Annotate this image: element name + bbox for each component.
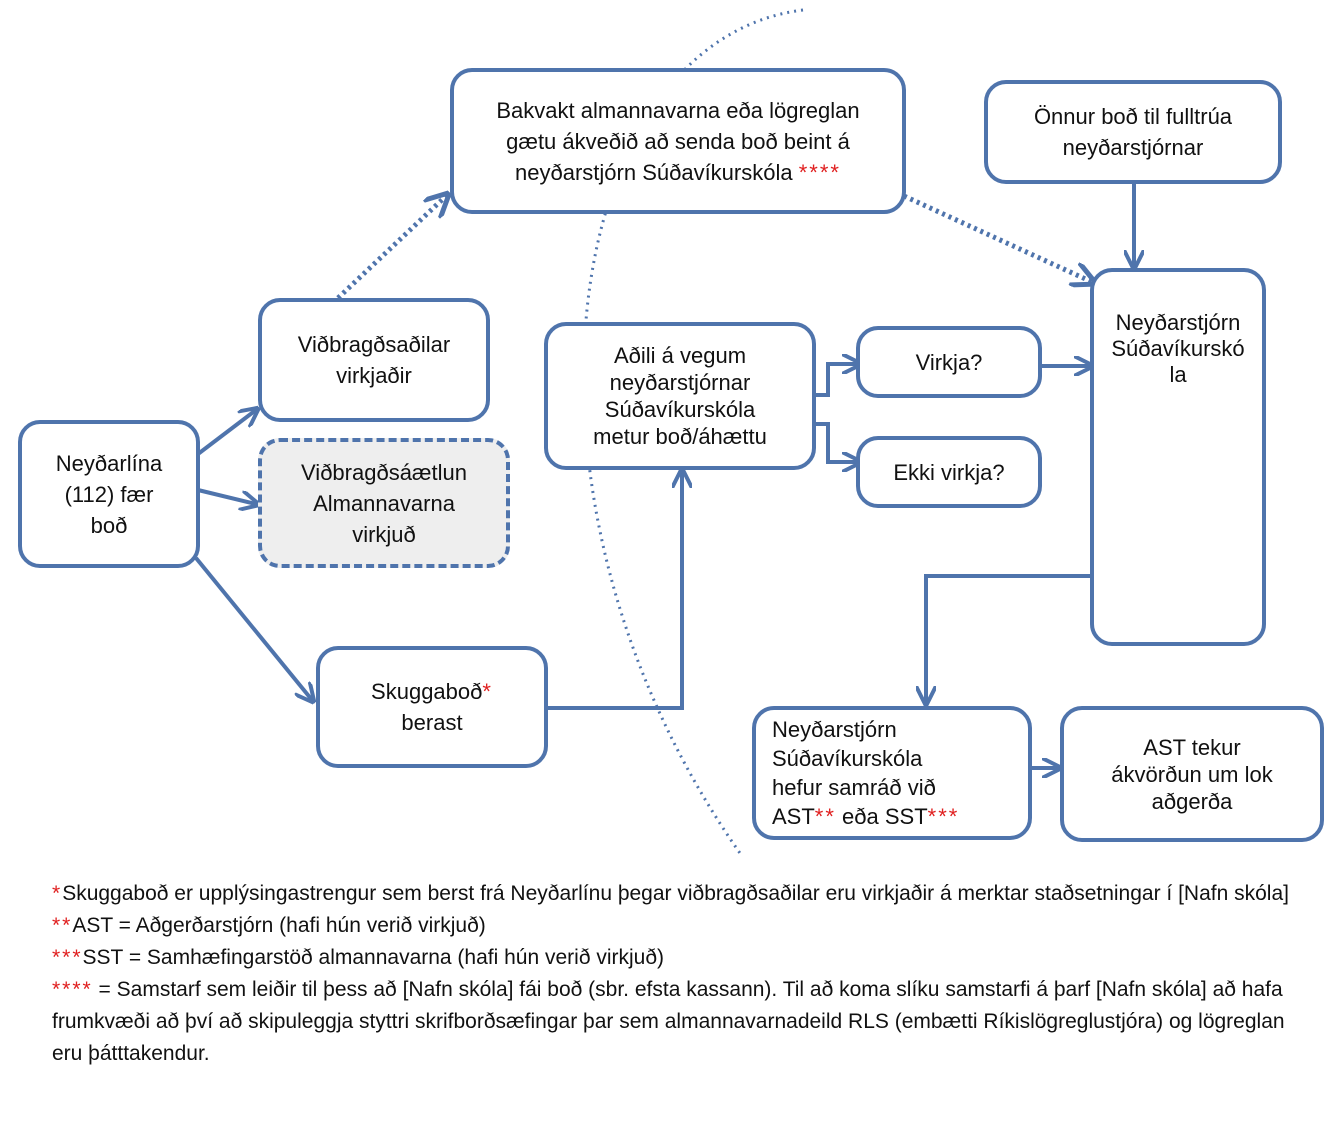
footnote-mark: *** — [927, 804, 960, 829]
footnote-mark: **** — [52, 978, 93, 1001]
dotted-boundary-arc — [582, 8, 804, 857]
box-vidbragdsadilar: Viðbragðsaðilar virkjaðir — [258, 298, 490, 422]
box-text: Virkja? — [915, 349, 983, 375]
box-text: neyðarstjórnar — [609, 370, 751, 395]
flow-connectors — [194, 8, 1334, 857]
box-text: Neyðarstjórn — [772, 717, 897, 742]
footnote: **** = Samstarf sem leiðir til þess að [… — [52, 974, 1314, 1070]
box-text-part: eða SST — [835, 804, 928, 829]
box-text: neyðarstjórn Súðavíkurskóla **** — [515, 157, 841, 188]
footnote-mark: * — [482, 679, 493, 704]
box-vidbragdsaaetlun: Viðbragðsáætlun Almannavarna virkjuð — [258, 438, 510, 568]
box-text: Önnur boð til fulltrúa — [1033, 104, 1233, 129]
box-text: ákvörðun um lok — [1111, 761, 1273, 787]
footnote-mark: * — [52, 882, 63, 905]
box-text-part: neyðarstjórn Súðavíkurskóla — [515, 159, 793, 185]
box-text: boð — [90, 512, 128, 538]
box-text: virkjaðir — [336, 363, 412, 388]
box-text: neyðarstjórnar — [1062, 135, 1204, 160]
box-text: berast — [401, 710, 463, 735]
box-text: AST tekur — [1143, 734, 1241, 760]
footnote-text: = Samstarf sem leiðir til þess að [Nafn … — [52, 978, 1285, 1065]
box-text: gætu ákveðið að senda boð beint á — [506, 128, 850, 154]
box-onnur-bod: Önnur boð til fulltrúa neyðarstjórnar — [984, 80, 1282, 184]
box-text: Ekki virkja? — [893, 459, 1005, 485]
box-text: aðgerða — [1151, 788, 1233, 814]
box-text: Neyðarlína — [55, 450, 163, 476]
arrow-neydarlina-vidbragdsaaetlun — [197, 488, 256, 504]
arrow-adili-virkja — [814, 364, 858, 397]
box-neydarlina: Neyðarlína (112) fær boð — [18, 420, 200, 568]
arrow-skuggabod-adili — [546, 472, 682, 710]
arrow-neydarlina-vidbragdsadilar — [196, 410, 256, 456]
dotted-arrow-bakvakt-neydarstjorn — [902, 193, 1092, 282]
footnote: ***SST = Samhæfingarstöð almannavarna (h… — [52, 942, 1314, 974]
dotted-arrow-vidbragdsadilar-bakvakt — [336, 196, 446, 300]
box-text-part: AST — [772, 804, 815, 829]
box-text: Súðavíkurskóla — [772, 746, 923, 771]
box-text: metur boð/áhættu — [593, 424, 767, 449]
footnote: **AST = Aðgerðarstjórn (hafi hún verið v… — [52, 910, 1314, 942]
box-samrad: Neyðarstjórn Súðavíkurskóla hefur samráð… — [752, 706, 1032, 840]
box-ast-tekur: AST tekur ákvörðun um lok aðgerða — [1060, 706, 1324, 842]
box-text: Skuggaboð* — [371, 676, 493, 707]
box-neydarstjorn: Neyðarstjórn Súðavíkurskó la — [1090, 268, 1266, 646]
footnote-mark: *** — [52, 946, 83, 969]
box-ekki-virkja: Ekki virkja? — [856, 436, 1042, 508]
footnote: *Skuggaboð er upplýsingastrengur sem ber… — [52, 878, 1314, 910]
box-text: Súðavíkurskóla — [604, 397, 756, 422]
box-text: Bakvakt almannavarna eða lögreglan — [496, 97, 860, 123]
footnote-mark: ** — [814, 804, 836, 829]
footnote-text: SST = Samhæfingarstöð almannavarna (hafi… — [82, 946, 665, 969]
footnote-mark: ** — [52, 914, 73, 937]
box-text: Aðili á vegum — [613, 343, 747, 368]
arrow-neydarstjorn-samrad — [926, 574, 1092, 702]
arrow-adili-ekki-virkja — [814, 422, 858, 462]
footnotes: *Skuggaboð er upplýsingastrengur sem ber… — [52, 878, 1314, 1070]
box-text: AST** eða SST*** — [772, 802, 959, 831]
box-text: Súðavíkurskó — [1111, 336, 1245, 361]
box-text: (112) fær — [64, 481, 154, 507]
box-text: Viðbragðsáætlun — [301, 459, 467, 485]
box-skuggabod: Skuggaboð* berast — [316, 646, 548, 768]
box-adili: Aðili á vegum neyðarstjórnar Súðavíkursk… — [544, 322, 816, 470]
box-text: hefur samráð við — [772, 775, 936, 800]
box-text: Almannavarna — [313, 490, 455, 516]
box-virkja: Virkja? — [856, 326, 1042, 398]
footnote-mark: **** — [798, 159, 841, 185]
box-text: virkjuð — [352, 521, 416, 547]
box-text: la — [1169, 362, 1187, 387]
footnote-text: AST = Aðgerðarstjórn (hafi hún verið vir… — [72, 914, 486, 937]
box-text: Neyðarstjórn — [1115, 310, 1241, 335]
arrow-neydarlina-skuggabod — [194, 556, 312, 700]
box-bakvakt: Bakvakt almannavarna eða lögreglan gætu … — [450, 68, 906, 214]
box-text: Viðbragðsaðilar — [297, 332, 451, 357]
footnote-text: Skuggaboð er upplýsingastrengur sem bers… — [62, 882, 1289, 905]
box-text-part: Skuggaboð — [371, 679, 483, 704]
